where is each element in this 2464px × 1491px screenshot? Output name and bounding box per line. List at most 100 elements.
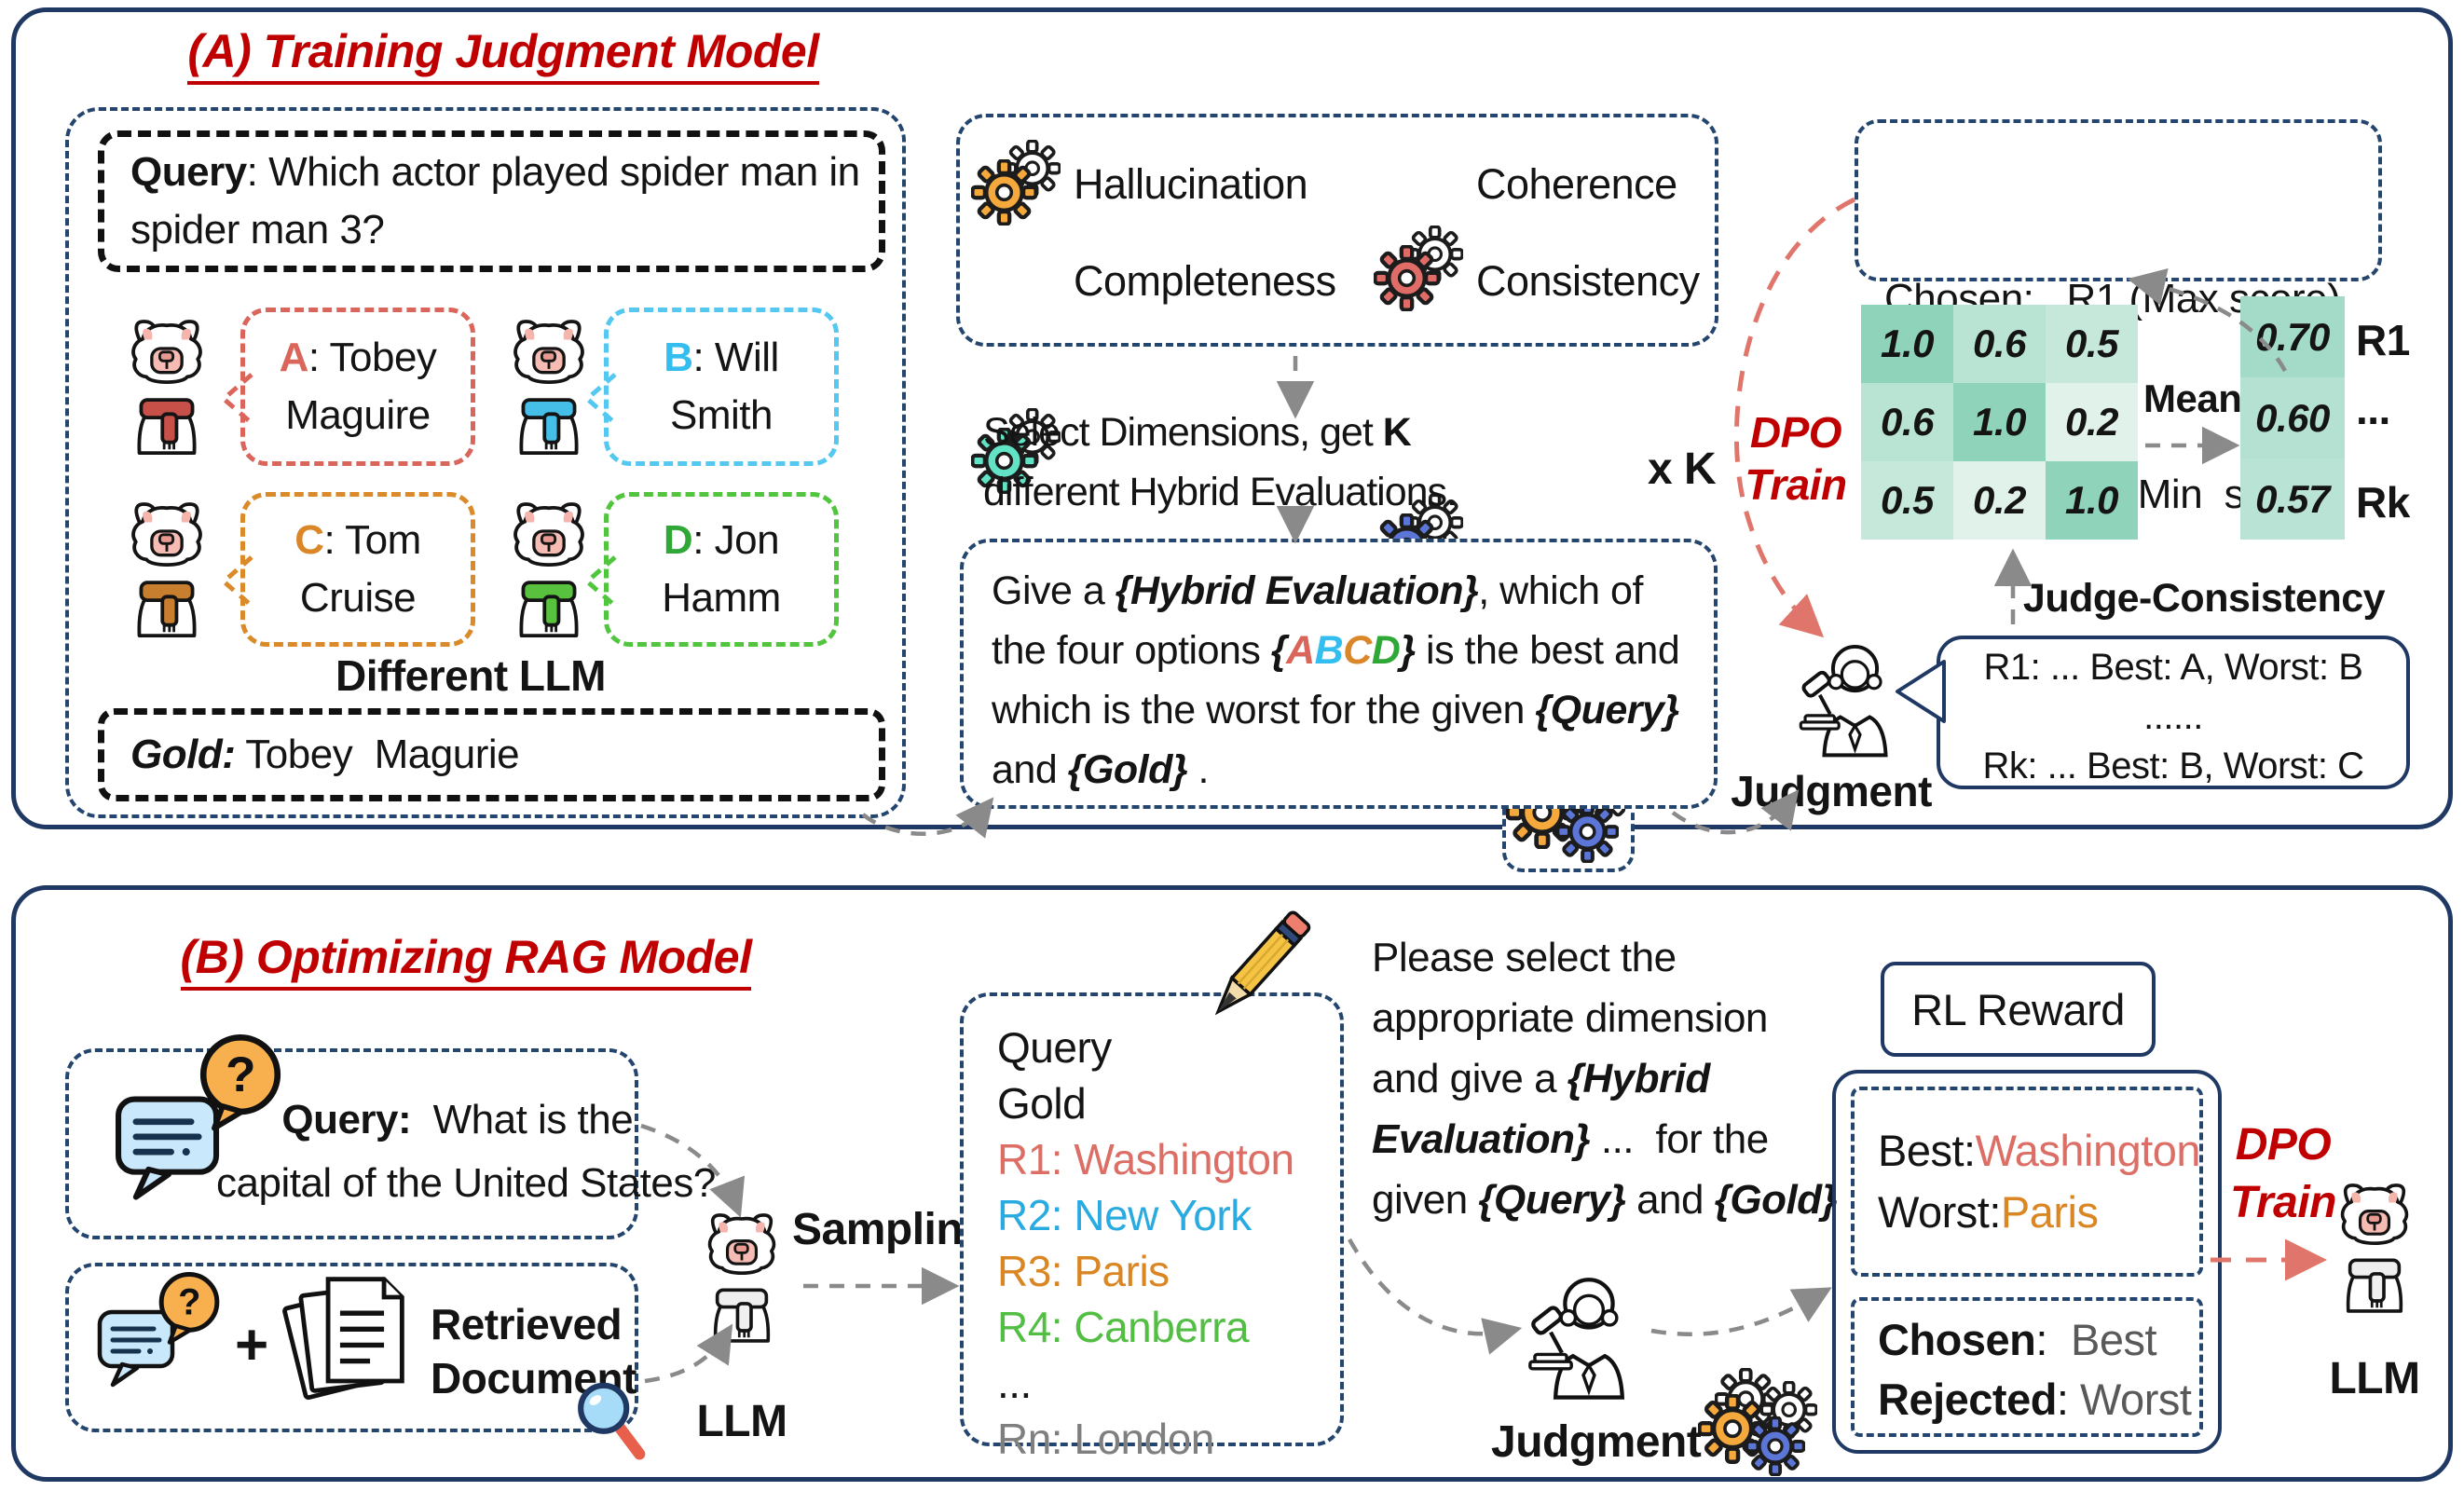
text-line: given {Query} and {Gold} <box>1372 1177 1838 1223</box>
judge-icon-b <box>1524 1265 1643 1405</box>
x-k-label: x K <box>1648 445 1717 494</box>
llama-icon-d <box>500 496 598 637</box>
text-line: Query: What is the <box>281 1097 634 1142</box>
question-bubble-icon: ? <box>192 1031 289 1135</box>
dpo-label: DPO <box>1749 408 1842 457</box>
rl-reward-label: RL Reward <box>1911 984 2125 1034</box>
text-line: R1: ... Best: A, Worst: B <box>1983 647 2363 688</box>
text-line: Select Dimensions, get K <box>983 410 1412 455</box>
mean-cell: 0.57 <box>2240 458 2345 540</box>
text-line: Cruise <box>299 575 417 621</box>
llm-label-right: LLM <box>2329 1354 2420 1403</box>
completeness-gear-icon <box>971 408 1061 494</box>
rl-reward-box: RL Reward <box>1881 962 2156 1057</box>
llm-llama-icon-right <box>2328 1174 2421 1316</box>
chat-bubble-icon <box>110 1079 250 1210</box>
dimension-label-consistency: Consistency <box>1476 257 1700 305</box>
text-line: Please select the <box>1372 935 1677 980</box>
train-label: Train <box>1745 460 1847 509</box>
llama-icon-c <box>117 496 216 637</box>
text-line: and {Gold} . <box>992 747 1210 792</box>
dimension-label-completeness: Completeness <box>1074 257 1336 305</box>
text-line: D: Jon <box>663 517 780 563</box>
text-line: capital of the United States? <box>216 1160 716 1206</box>
documents-icon <box>280 1269 431 1409</box>
coherence-gear-icon <box>1374 226 1463 311</box>
dpo-label-b: DPO <box>2235 1120 2332 1170</box>
dimensions-box <box>956 114 1718 347</box>
text-line: Rk: ... Best: B, Worst: C <box>1982 746 2364 787</box>
hybrid-gears-icon-b <box>1698 1368 1817 1478</box>
text-line: Rn: London <box>997 1415 1214 1463</box>
dimension-label-hallucination: Hallucination <box>1074 160 1308 208</box>
matrix-cell: 1.0 <box>1953 383 2046 461</box>
text-line: Evaluation} ... for the <box>1372 1116 1769 1162</box>
matrix-cell: 1.0 <box>2046 461 2138 540</box>
sampling-label: Sampling <box>792 1205 991 1254</box>
row-label-ellipsis: ... <box>2356 385 2390 433</box>
text-line: Query <box>997 1023 1112 1072</box>
panel-a-title: (A) Training Judgment Model <box>168 24 839 85</box>
text-line: Best:Washington <box>1878 1126 2201 1175</box>
text-line: R1: Washington <box>997 1135 1294 1183</box>
judgment-speech-bubble: R1: ... Best: A, Worst: B...... Rk: ... B… <box>1937 636 2410 789</box>
text-line: Chosen: Best <box>1878 1315 2157 1364</box>
text-line: C: Tom <box>294 517 421 563</box>
mean-cell: 0.70 <box>2240 296 2345 377</box>
text-line: ... <box>997 1359 1032 1407</box>
llm-llama-icon-left <box>695 1204 788 1346</box>
magnifier-icon <box>572 1377 650 1463</box>
matrix-cell: 0.5 <box>1861 461 1953 540</box>
text-line: R3: Paris <box>997 1247 1170 1295</box>
text-line: Gold: Tobey Magurie <box>130 732 520 777</box>
judge-icon-a <box>1795 634 1905 762</box>
plus-sign: + <box>235 1313 268 1377</box>
text-line: ...... <box>2143 696 2203 737</box>
text-line: Rejected: Worst <box>1878 1375 2192 1424</box>
row-label-rk: Rk <box>2356 478 2410 527</box>
matrix-cell: 0.2 <box>1953 461 2046 540</box>
chat-bubble-icon-2 <box>93 1297 198 1394</box>
matrix-cell: 0.6 <box>1861 383 1953 461</box>
matrix-cell: 0.2 <box>2046 383 2138 461</box>
chosen-rejected-box-a: Chosen: R1 (Max score) Rejected: Rk (Min… <box>1855 119 2382 517</box>
dimension-label-coherence: Coherence <box>1476 160 1677 208</box>
judgment-label-a: Judgment <box>1731 767 1932 815</box>
mean-cell: 0.60 <box>2240 377 2345 458</box>
text-line: Worst:Paris <box>1878 1187 2099 1237</box>
text-line: Give a {Hybrid Evaluation}, which of <box>992 568 1643 613</box>
text-line: R2: New York <box>997 1191 1252 1239</box>
panel-b-title: (B) Optimizing RAG Model <box>168 930 764 991</box>
dpo-train-label-a: DPO Train <box>1735 406 1856 511</box>
judgment-label-b: Judgment <box>1491 1417 1702 1467</box>
svg-text:?: ? <box>226 1047 255 1102</box>
text-line: R4: Canberra <box>997 1303 1250 1351</box>
dpo-train-label-b: DPO Train <box>2227 1116 2339 1232</box>
llm-label-left: LLM <box>696 1397 787 1446</box>
query-text-b: Query: What is the capital of the United … <box>216 1088 716 1215</box>
llama-icon-b <box>500 313 598 455</box>
text-line: A: Tobey <box>279 335 437 380</box>
text-line: Query: Which actor played spider man in <box>130 149 860 195</box>
different-llm-label: Different LLM <box>335 651 606 700</box>
mean-label: Mean <box>2143 376 2242 420</box>
text-line: different Hybrid Evaluations. <box>983 470 1458 514</box>
question-bubble-icon-2: ? <box>153 1269 226 1347</box>
select-dimensions-text: Select Dimensions, get K different Hybrid… <box>983 403 1505 522</box>
train-label-b: Train <box>2230 1178 2336 1227</box>
llama-icon-a <box>117 313 216 455</box>
text-line: which is the worst for the given {Query} <box>992 688 1679 732</box>
text-line: and give a {Hybrid <box>1372 1056 1710 1101</box>
text-line: Gold <box>997 1079 1087 1128</box>
